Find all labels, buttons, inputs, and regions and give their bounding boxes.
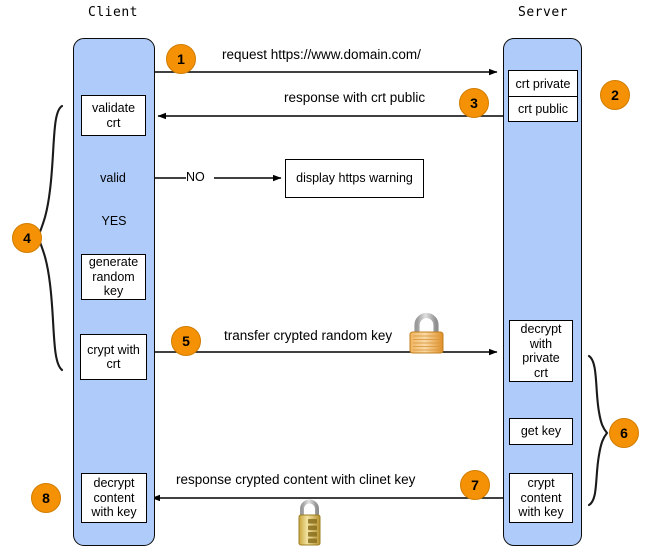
client-validate-crt-box: validate crt <box>81 95 146 136</box>
no-branch-label: NO <box>186 170 205 184</box>
brace-group-6 <box>587 354 609 507</box>
crt-public-row: crt public <box>509 96 577 121</box>
message-1-label: request https://www.domain.com/ <box>222 47 421 62</box>
server-decrypt-line-4: crt <box>534 365 548 380</box>
generate-line-3: key <box>103 284 124 299</box>
combination-padlock-icon <box>298 499 321 546</box>
crt-private-row: crt private <box>515 76 571 91</box>
client-decrypt-content-box: decrypt content with key <box>81 473 147 523</box>
server-lane <box>503 38 582 546</box>
valid-decision-label: valid <box>100 171 126 185</box>
message-5-label: transfer crypted random key <box>224 328 393 343</box>
display-https-warning-box: display https warning <box>285 159 424 198</box>
server-crypt-line-3: with key <box>518 505 564 520</box>
step-badge-3: 3 <box>459 88 489 118</box>
get-key-label: get key <box>520 424 562 439</box>
server-get-key-box: get key <box>509 418 573 445</box>
step-badge-8: 8 <box>31 483 61 513</box>
https-warning-label: display https warning <box>296 171 413 186</box>
client-lane-title: Client <box>88 5 138 20</box>
step-badge-6: 6 <box>609 418 639 448</box>
yes-branch-label: YES <box>101 214 127 228</box>
server-crypt-line-2: content <box>520 490 562 505</box>
client-decrypt-line-1: decrypt <box>93 476 135 491</box>
message-3-label: response with crt public <box>284 90 426 105</box>
validate-line-2: crt <box>106 115 121 130</box>
step-badge-5: 5 <box>171 326 201 356</box>
step-badge-2: 2 <box>600 80 630 110</box>
client-decrypt-line-2: content <box>93 490 135 505</box>
client-crypt-with-crt-box: crypt with crt <box>80 334 147 380</box>
crypt-crt-line-2: crt <box>106 357 121 371</box>
message-7-label: response crypted content with clinet key <box>176 472 416 487</box>
server-crypt-content-box: crypt content with key <box>509 473 573 523</box>
validate-line-1: validate <box>91 101 136 115</box>
generate-line-2: random <box>92 269 135 284</box>
client-decrypt-line-3: with key <box>91 505 137 520</box>
crypt-crt-line-1: crypt with <box>87 342 140 357</box>
server-decrypt-line-3: private <box>522 351 560 365</box>
server-decrypt-line-2: with <box>529 336 553 351</box>
generate-line-1: generate <box>88 255 139 270</box>
server-crypt-line-1: crypt <box>527 476 555 491</box>
server-decrypt-line-1: decrypt <box>520 322 562 336</box>
step-badge-1: 1 <box>166 44 196 74</box>
step-badge-4: 4 <box>12 223 42 253</box>
client-valid-decision: valid <box>82 155 144 201</box>
server-certificates-box: crt private crt public <box>508 70 578 122</box>
client-generate-random-key-box: generate random key <box>81 254 146 300</box>
server-lane-title: Server <box>518 5 568 20</box>
padlock-icon <box>409 312 444 354</box>
step-badge-7: 7 <box>460 470 490 500</box>
server-decrypt-with-private-crt-box: decrypt with private crt <box>509 320 573 382</box>
